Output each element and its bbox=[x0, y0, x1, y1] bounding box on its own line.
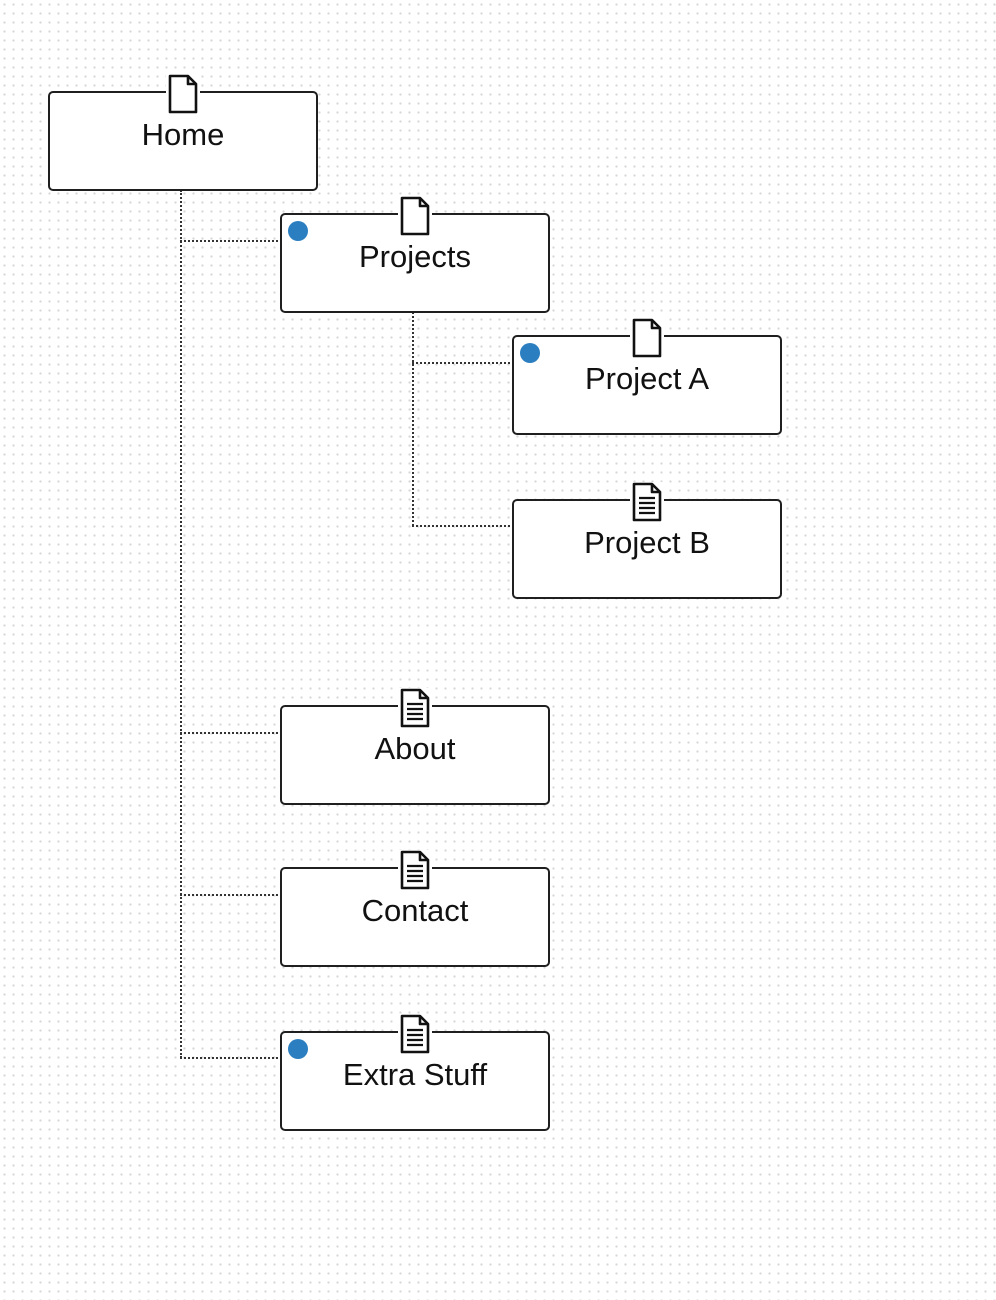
text-page-icon bbox=[630, 482, 664, 522]
node-label: Project A bbox=[584, 361, 710, 396]
connector-projects-trunk bbox=[412, 312, 414, 526]
page-node-projects[interactable]: Projects bbox=[280, 196, 550, 313]
blank-page-icon bbox=[630, 318, 664, 358]
text-page-icon bbox=[398, 1014, 432, 1054]
connector-home-extra-stuff bbox=[180, 1057, 282, 1059]
text-page-icon bbox=[398, 688, 432, 728]
connector-home-projects bbox=[180, 240, 282, 242]
node-label: Contact bbox=[361, 893, 469, 928]
text-page-icon bbox=[398, 850, 432, 890]
blank-page-icon bbox=[166, 74, 200, 114]
node-label: About bbox=[374, 731, 456, 766]
page-node-about[interactable]: About bbox=[280, 688, 550, 805]
page-node-project-a[interactable]: Project A bbox=[512, 318, 782, 435]
page-node-contact[interactable]: Contact bbox=[280, 850, 550, 967]
status-dot bbox=[520, 343, 540, 363]
node-label: Extra Stuff bbox=[342, 1057, 488, 1092]
page-node-extra-stuff[interactable]: Extra Stuff bbox=[280, 1014, 550, 1131]
connector-projects-project-a bbox=[412, 362, 514, 364]
connector-home-contact bbox=[180, 894, 282, 896]
node-label: Projects bbox=[359, 239, 471, 274]
node-label: Home bbox=[141, 117, 225, 152]
connector-projects-project-b bbox=[412, 525, 514, 527]
connector-home-trunk bbox=[180, 190, 182, 1058]
status-dot bbox=[288, 221, 308, 241]
page-node-project-b[interactable]: Project B bbox=[512, 482, 782, 599]
blank-page-icon bbox=[398, 196, 432, 236]
connector-home-about bbox=[180, 732, 282, 734]
node-label: Project B bbox=[584, 525, 710, 560]
status-dot bbox=[288, 1039, 308, 1059]
page-node-home[interactable]: Home bbox=[48, 74, 318, 191]
